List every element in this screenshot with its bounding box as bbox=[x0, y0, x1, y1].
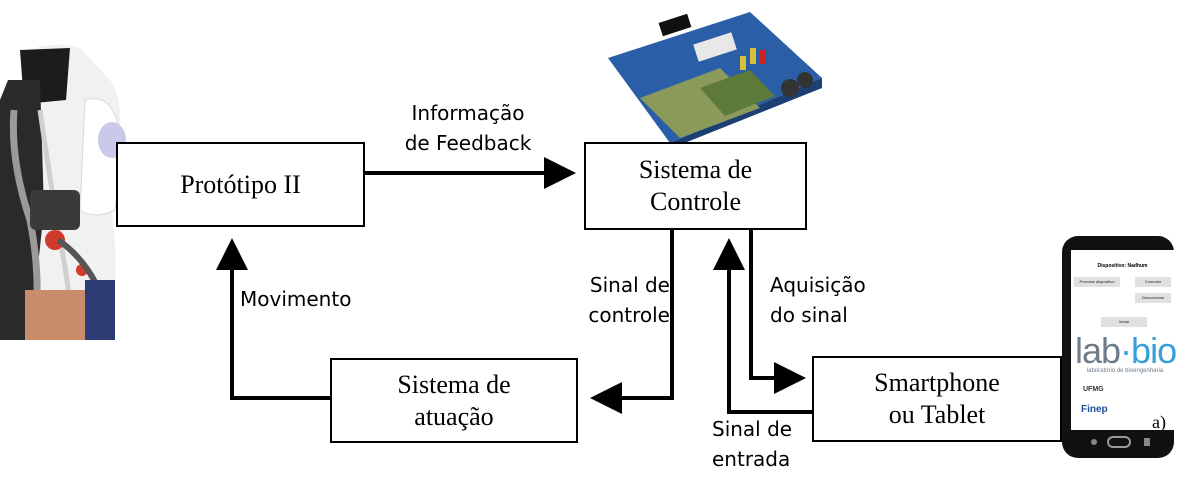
prototype-box: Protótipo II bbox=[116, 142, 365, 227]
input-signal-label-line1: Sinal de bbox=[712, 417, 793, 441]
prototype-label: Protótipo II bbox=[180, 169, 301, 199]
smartphone-line2: ou Tablet bbox=[888, 400, 986, 429]
control-board-photo bbox=[608, 12, 822, 148]
exoskeleton-photo bbox=[0, 44, 126, 340]
actuation-system-line1: Sistema de bbox=[397, 369, 511, 399]
acquisition-arrow bbox=[749, 230, 806, 394]
labbio-logo-right: bio bbox=[1131, 330, 1177, 371]
finep-logo: Finep bbox=[1081, 404, 1108, 415]
feedback-label: Informação de Feedback bbox=[378, 98, 558, 158]
acquisition-label: Aquisição do sinal bbox=[770, 270, 890, 330]
phone-device-title: Dispositivo: Nadhum bbox=[1097, 263, 1148, 269]
labbio-logo: lab·bio bbox=[1075, 330, 1177, 371]
labbio-logo-left: lab bbox=[1075, 330, 1121, 371]
panel-label: a) bbox=[1152, 412, 1166, 432]
control-signal-label: Sinal de controle bbox=[560, 270, 670, 330]
feedback-label-line1: Informação bbox=[411, 101, 525, 125]
control-system-line2: Controle bbox=[650, 187, 741, 216]
input-signal-label: Sinal de entrada bbox=[712, 414, 822, 474]
input-signal-arrow bbox=[713, 238, 812, 414]
phone-connect-button: Conectar bbox=[1135, 277, 1171, 287]
control-signal-label-line2: controle bbox=[588, 303, 670, 327]
control-signal-arrow bbox=[590, 230, 674, 414]
actuation-system-line2: atuação bbox=[414, 401, 494, 431]
movement-label-text: Movimento bbox=[240, 287, 352, 311]
smartphone-line1: Smartphone bbox=[874, 368, 1000, 397]
control-signal-label-line1: Sinal de bbox=[589, 273, 670, 297]
control-system-line1: Sistema de bbox=[638, 155, 753, 184]
feedback-label-line2: de Feedback bbox=[404, 131, 532, 155]
movement-label: Movimento bbox=[240, 284, 400, 314]
smartphone-box: Smartphone ou Tablet bbox=[812, 356, 1062, 442]
acquisition-label-line1: Aquisição bbox=[770, 273, 866, 297]
movement-arrow bbox=[216, 238, 330, 400]
ufmg-logo: UFMG bbox=[1083, 386, 1104, 393]
acquisition-label-line2: do sinal bbox=[770, 303, 848, 327]
phone-screen: Dispositivo: Nadhum Procurar dispositivo… bbox=[1071, 250, 1177, 430]
phone-search-button: Procurar dispositivo bbox=[1074, 277, 1120, 287]
phone-disconnect-button: Desconectar bbox=[1135, 293, 1171, 303]
actuation-system-box: Sistema de atuação bbox=[330, 358, 578, 443]
phone-start-button: Iniciar bbox=[1101, 317, 1147, 327]
labbio-subtitle: laboratório de bioengenharia bbox=[1086, 368, 1164, 374]
input-signal-label-line2: entrada bbox=[712, 447, 791, 471]
control-system-box: Sistema de Controle bbox=[584, 142, 807, 230]
